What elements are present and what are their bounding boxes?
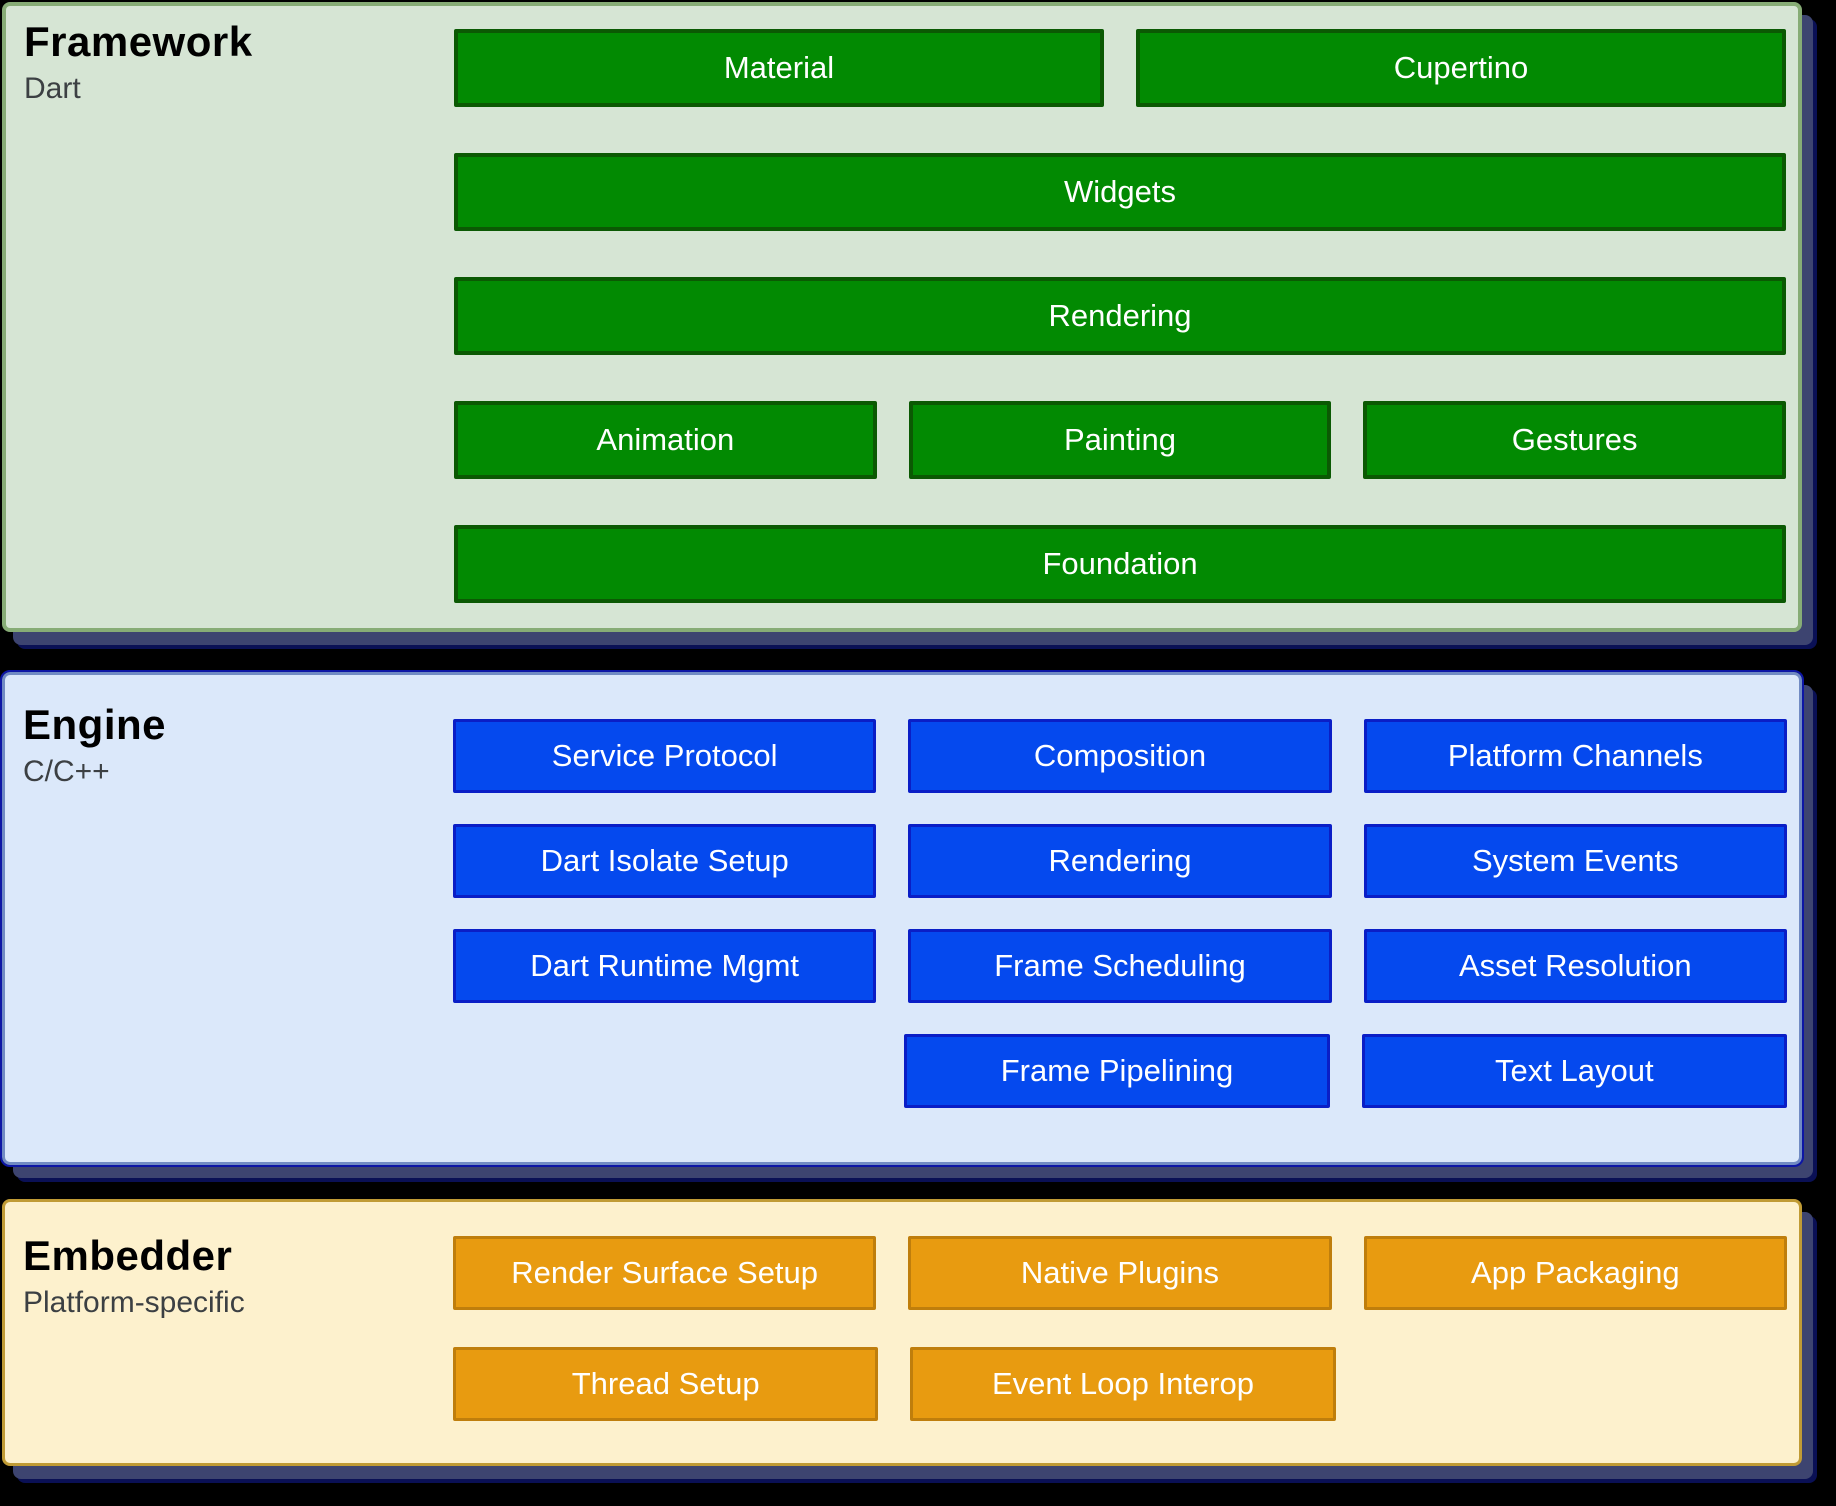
framework-subtitle: Dart bbox=[24, 72, 81, 105]
box-native-plugins: Native Plugins bbox=[908, 1236, 1332, 1310]
engine-label-column: Engine C/C++ bbox=[5, 675, 453, 1162]
engine-row-4-spacer bbox=[453, 1034, 872, 1108]
box-composition: Composition bbox=[908, 719, 1332, 793]
embedder-row-2: Thread Setup Event Loop Interop bbox=[453, 1347, 1787, 1421]
engine-title: Engine bbox=[23, 701, 167, 748]
framework-boxes: Material Cupertino Widgets Rendering Ani… bbox=[454, 6, 1798, 628]
framework-title: Framework bbox=[24, 18, 253, 65]
framework-row-4: Animation Painting Gestures bbox=[454, 401, 1787, 479]
framework-row-5: Foundation bbox=[454, 525, 1786, 603]
box-gestures: Gestures bbox=[1363, 401, 1787, 479]
embedder-boxes: Render Surface Setup Native Plugins App … bbox=[453, 1202, 1799, 1463]
box-system-events: System Events bbox=[1363, 824, 1787, 898]
box-widgets: Widgets bbox=[454, 153, 1786, 231]
framework-section: Framework Dart Material Cupertino Widget… bbox=[2, 2, 1802, 632]
box-asset-resolution: Asset Resolution bbox=[1363, 929, 1787, 1003]
box-dart-runtime-mgmt: Dart Runtime Mgmt bbox=[453, 929, 877, 1003]
box-rendering: Rendering bbox=[454, 277, 1786, 355]
framework-row-3: Rendering bbox=[454, 277, 1786, 355]
box-material: Material bbox=[454, 29, 1104, 107]
embedder-subtitle: Platform-specific bbox=[23, 1286, 245, 1319]
engine-row-3: Dart Runtime Mgmt Frame Scheduling Asset… bbox=[453, 929, 1787, 1003]
embedder-title: Embedder bbox=[23, 1232, 233, 1279]
box-dart-isolate-setup: Dart Isolate Setup bbox=[453, 824, 877, 898]
engine-section: Engine C/C++ Service Protocol Compositio… bbox=[0, 670, 1804, 1167]
embedder-label-column: Embedder Platform-specific bbox=[5, 1202, 453, 1463]
engine-row-1: Service Protocol Composition Platform Ch… bbox=[453, 719, 1787, 793]
box-painting: Painting bbox=[908, 401, 1332, 479]
box-thread-setup: Thread Setup bbox=[453, 1347, 879, 1421]
embedder-row-2-spacer bbox=[1368, 1347, 1787, 1421]
box-text-layout: Text Layout bbox=[1361, 1034, 1787, 1108]
engine-row-4: Frame Pipelining Text Layout bbox=[453, 1034, 1787, 1108]
engine-boxes: Service Protocol Composition Platform Ch… bbox=[453, 675, 1799, 1162]
box-engine-rendering: Rendering bbox=[908, 824, 1332, 898]
framework-row-2: Widgets bbox=[454, 153, 1786, 231]
box-frame-scheduling: Frame Scheduling bbox=[908, 929, 1332, 1003]
box-app-packaging: App Packaging bbox=[1363, 1236, 1787, 1310]
engine-subtitle: C/C++ bbox=[23, 755, 110, 788]
engine-row-2: Dart Isolate Setup Rendering System Even… bbox=[453, 824, 1787, 898]
box-service-protocol: Service Protocol bbox=[453, 719, 877, 793]
framework-label-column: Framework Dart bbox=[6, 6, 454, 628]
box-render-surface-setup: Render Surface Setup bbox=[453, 1236, 877, 1310]
box-platform-channels: Platform Channels bbox=[1363, 719, 1787, 793]
box-foundation: Foundation bbox=[454, 525, 1786, 603]
box-event-loop-interop: Event Loop Interop bbox=[910, 1347, 1336, 1421]
box-frame-pipelining: Frame Pipelining bbox=[904, 1034, 1330, 1108]
embedder-section: Embedder Platform-specific Render Surfac… bbox=[2, 1199, 1802, 1466]
embedder-row-1: Render Surface Setup Native Plugins App … bbox=[453, 1236, 1787, 1310]
box-animation: Animation bbox=[454, 401, 877, 479]
box-cupertino: Cupertino bbox=[1136, 29, 1786, 107]
framework-row-1: Material Cupertino bbox=[454, 29, 1786, 107]
